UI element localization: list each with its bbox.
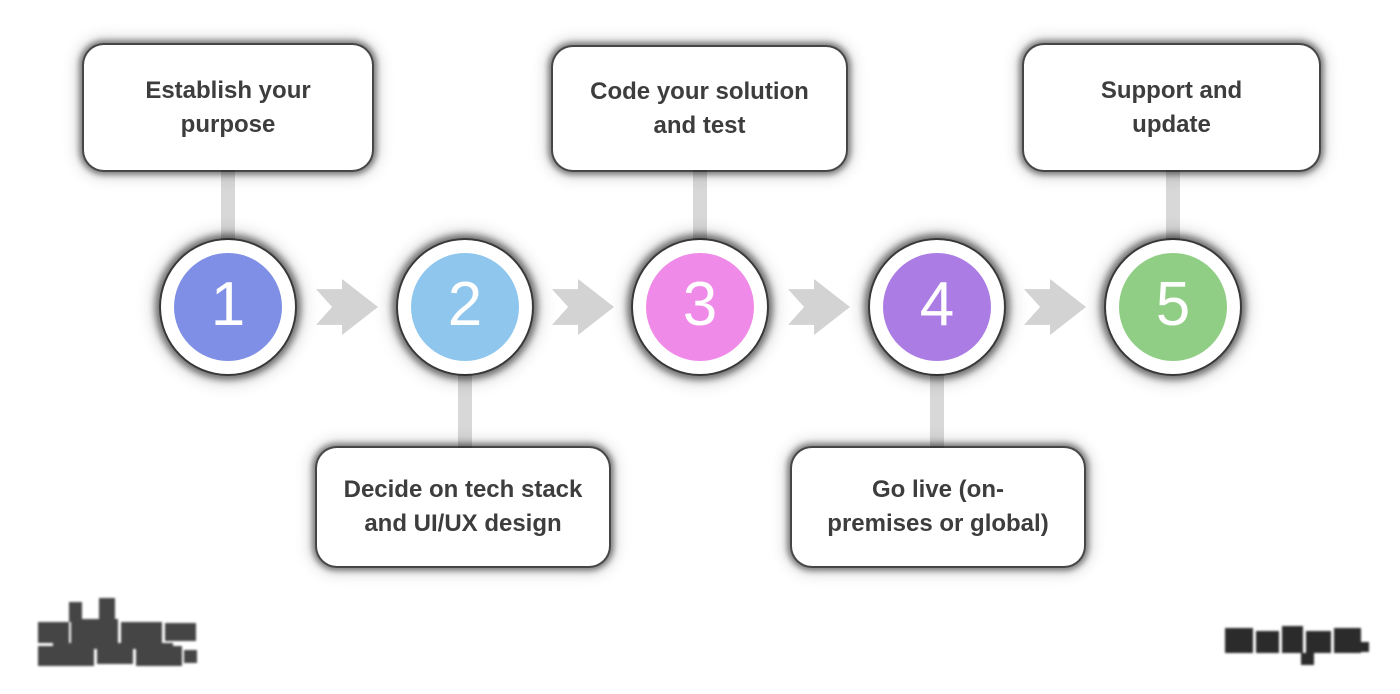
connector-step5 — [1166, 168, 1180, 250]
step1-number: 1 — [210, 270, 246, 339]
step1-label: Establish your purpose — [145, 76, 311, 138]
step5-label: Support and update — [1100, 76, 1243, 138]
watermark-text-blurred — [1225, 626, 1369, 665]
step4-number: 4 — [919, 270, 955, 339]
company-logo-blurred — [38, 598, 197, 666]
step1-label-box: Establish your purpose — [84, 45, 372, 170]
connector-step2 — [458, 364, 472, 452]
step-circle-fill-2: 2 — [411, 253, 519, 361]
step2-circle: 2 — [398, 240, 532, 374]
connector-step3 — [693, 168, 707, 250]
step2-label: Decide on tech stack and UI/UX design — [343, 476, 583, 537]
connector-step1 — [221, 168, 235, 250]
step5-circle: 5 — [1106, 240, 1240, 374]
arrow-right-icon — [788, 279, 850, 335]
step-circle-fill-5: 5 — [1119, 253, 1227, 361]
step-circle-fill-4: 4 — [883, 253, 991, 361]
step-circle-fill-1: 1 — [174, 253, 282, 361]
step3-circle: 3 — [633, 240, 767, 374]
step4-circle: 4 — [870, 240, 1004, 374]
step1-circle: 1 — [161, 240, 295, 374]
step4-label: Go live (on- premises or global) — [827, 476, 1049, 537]
connector-step4 — [930, 364, 944, 452]
arrow-right-icon — [316, 279, 378, 335]
step3-number: 3 — [682, 270, 718, 339]
step5-label-box: Support and update — [1024, 45, 1319, 170]
step3-label-box: Code your solution and test — [553, 47, 846, 170]
step4-label-box: Go live (on- premises or global) — [792, 448, 1084, 566]
step2-label-box: Decide on tech stack and UI/UX design — [317, 448, 609, 566]
arrow-right-icon — [552, 279, 614, 335]
step3-label: Code your solution and test — [590, 77, 809, 139]
step5-number: 5 — [1155, 270, 1191, 339]
step-circle-fill-3: 3 — [646, 253, 754, 361]
step2-number: 2 — [447, 270, 483, 339]
arrow-right-icon — [1024, 279, 1086, 335]
